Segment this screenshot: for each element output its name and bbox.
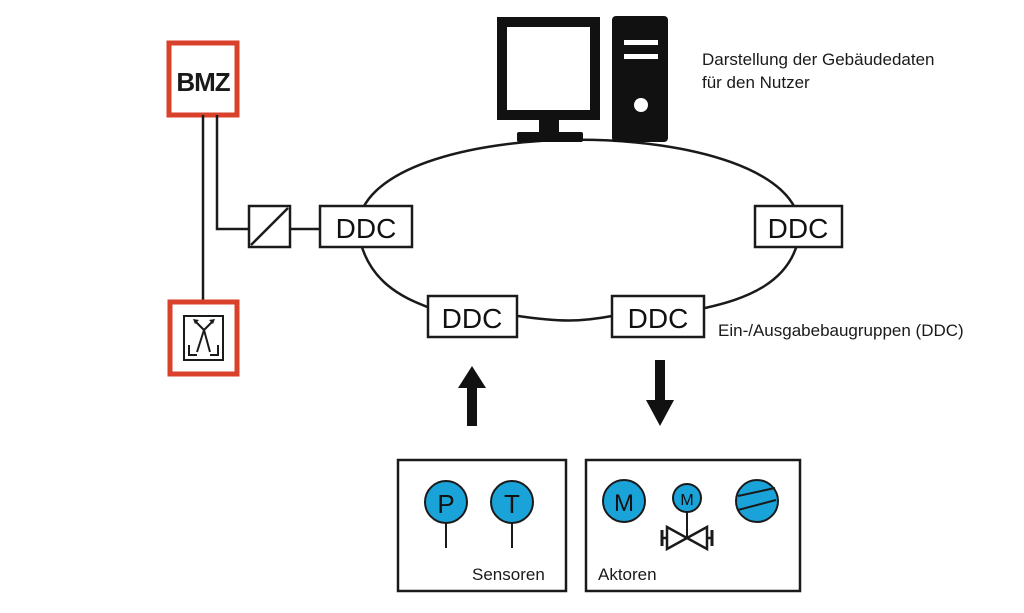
- ddc-label: DDC: [336, 213, 397, 244]
- up-arrow-icon: [458, 366, 486, 426]
- pressure-sensor-label: P: [437, 489, 454, 519]
- pump-icon: [735, 479, 779, 523]
- converter-icon: [247, 204, 320, 249]
- temperature-sensor-icon: T: [490, 480, 534, 548]
- bmz-node: BMZ: [166, 40, 240, 118]
- escape-route-icon: [167, 299, 240, 377]
- computer-caption-line2: für den Nutzer: [702, 73, 810, 92]
- ddc-label: DDC: [628, 303, 689, 334]
- motor-label: M: [614, 490, 634, 517]
- ddc-caption: Ein-/Ausgabebaugruppen (DDC): [718, 321, 964, 340]
- actuators-label: Aktoren: [598, 565, 657, 584]
- bmz-label: BMZ: [176, 67, 230, 97]
- valve-motor-label: M: [680, 492, 693, 509]
- ddc-node-right: DDC: [753, 204, 844, 249]
- ddc-label: DDC: [768, 213, 829, 244]
- motor-icon: M: [602, 479, 646, 523]
- ddc-label: DDC: [442, 303, 503, 334]
- computer-caption-line1: Darstellung der Gebäudedaten: [702, 50, 935, 69]
- sensors-panel: P T Sensoren: [396, 458, 568, 593]
- pressure-sensor-icon: P: [424, 480, 468, 548]
- sensors-label: Sensoren: [472, 565, 545, 584]
- down-arrow-icon: [646, 360, 674, 426]
- bmz-connection-lines: [201, 115, 249, 300]
- ddc-node-bottom-right: DDC: [610, 294, 706, 339]
- ddc-node-bottom-left: DDC: [426, 294, 519, 339]
- actuators-panel: M M Aktoren: [584, 458, 802, 593]
- valve-icon: M: [660, 483, 714, 552]
- network-ring: [356, 138, 802, 322]
- ddc-node-left: DDC: [318, 204, 414, 249]
- temperature-sensor-label: T: [504, 489, 520, 519]
- computer-icon: [497, 16, 668, 142]
